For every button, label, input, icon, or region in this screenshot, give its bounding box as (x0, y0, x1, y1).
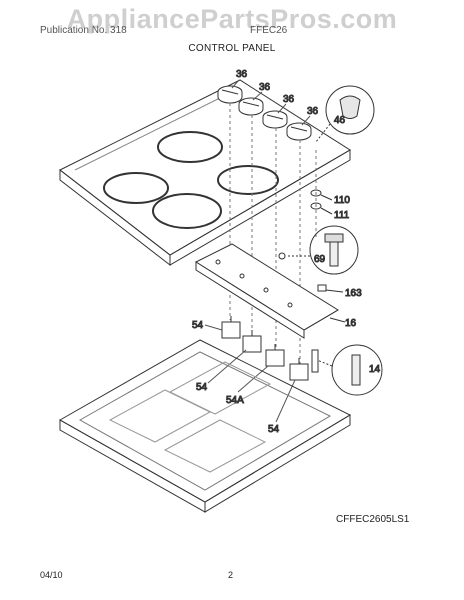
label-switch-b: 54 (196, 382, 208, 393)
switch-1 (221, 316, 241, 339)
cooktop-pan (58, 339, 352, 513)
burner-rear-right (217, 165, 279, 195)
knobs (217, 85, 312, 141)
label-knob-detail: 46 (334, 115, 346, 126)
switch-4 (289, 358, 309, 381)
label-washer-2: 111 (334, 210, 350, 221)
washers (310, 150, 333, 240)
clip (317, 284, 344, 293)
label-clip: 163 (345, 288, 362, 299)
knob-3 (262, 110, 288, 129)
label-shaft-detail: 14 (369, 364, 381, 375)
label-knob-4: 36 (307, 106, 319, 117)
label-switch-c: 54A (226, 395, 244, 406)
burner-front-right (152, 193, 222, 229)
label-knob-2: 36 (259, 82, 271, 93)
footer-date: 04/10 (40, 570, 63, 580)
label-knob-3: 36 (283, 94, 295, 105)
label-screw-detail: 69 (314, 254, 326, 265)
knob-1 (217, 85, 243, 104)
model-label: FFEC26 (250, 25, 288, 36)
knob-detail-callout (315, 85, 375, 143)
label-bracket: 16 (345, 318, 357, 329)
footer-page-number: 2 (228, 570, 234, 580)
cooktop-glass (59, 79, 351, 267)
label-knob-1: 36 (236, 69, 248, 80)
model-code: CFFEC2605LS1 (336, 514, 410, 525)
knob-4 (286, 122, 312, 141)
label-washer-1: 110 (334, 195, 350, 206)
page-title: CONTROL PANEL (188, 43, 276, 54)
label-switch-a: 54 (192, 320, 204, 331)
label-switch-d: 54 (268, 424, 280, 435)
shaft-detail-callout (311, 344, 383, 396)
switch-3 (265, 344, 285, 367)
knob-2 (238, 97, 264, 116)
watermark: AppliancePartsPros.com (66, 4, 398, 34)
switch-2 (242, 330, 262, 353)
burner-front-left (103, 172, 169, 204)
burner-rear-left (157, 131, 223, 163)
burner-elements (103, 131, 279, 229)
screw-detail-callout (278, 225, 359, 275)
infinite-switches (221, 316, 309, 381)
control-bracket (194, 243, 346, 339)
publication-label: Publication No. 318 (40, 25, 127, 36)
